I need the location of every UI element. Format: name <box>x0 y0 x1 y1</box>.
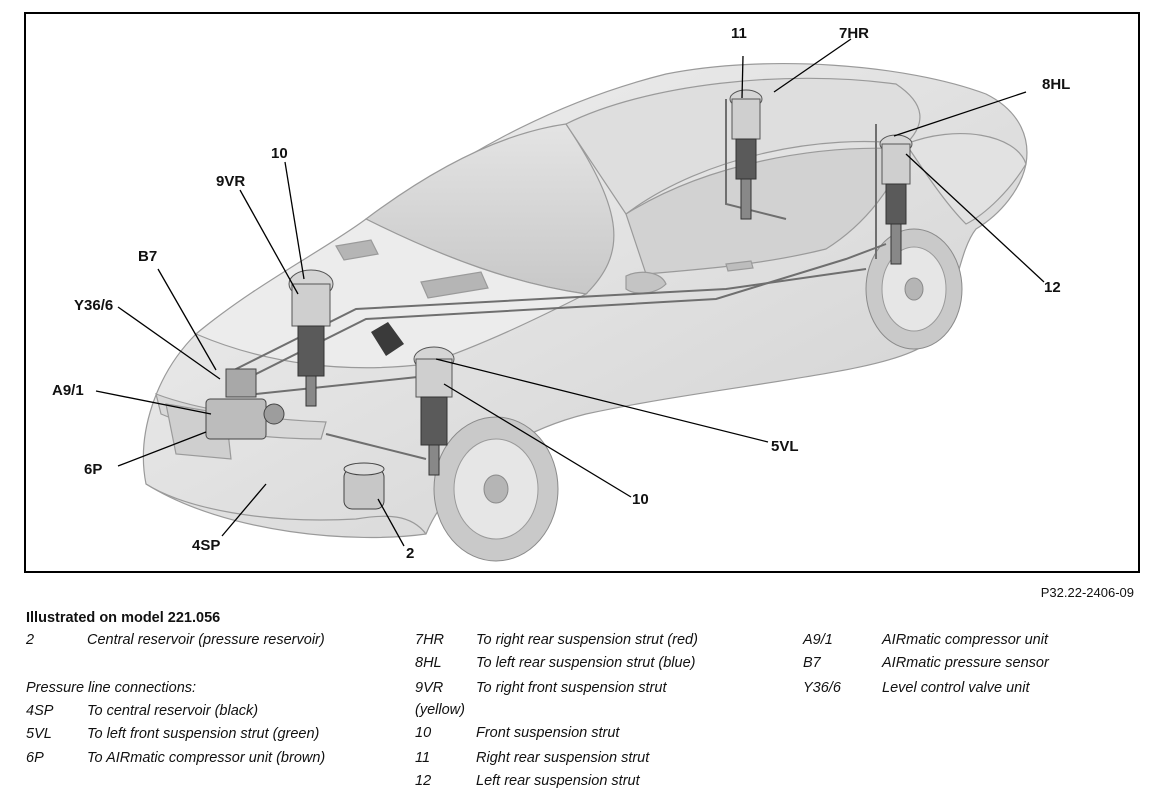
legend-code: 4SP <box>26 703 54 719</box>
figure-reference: P32.22-2406-09 <box>1040 585 1134 600</box>
legend-text: To central reservoir (black) <box>87 703 259 719</box>
legend-code: 8HL <box>415 655 442 671</box>
strut-front-right <box>288 269 334 407</box>
legend-subheading: Pressure line connections: <box>26 680 197 696</box>
legend-code: 2 <box>26 632 35 648</box>
callout-4sp: 4SP <box>192 537 221 554</box>
module-dark <box>371 322 404 356</box>
legend-text: Front suspension strut <box>476 725 620 741</box>
pressure-lines <box>225 99 887 460</box>
legend-text: To left rear suspension strut (blue) <box>476 655 696 671</box>
legend-row-9vr-wrap: (yellow) <box>415 702 465 718</box>
callout-10-top: 10 <box>271 145 288 162</box>
leader-lines <box>95 38 1045 547</box>
callout-a9-1: A9/1 <box>52 382 84 399</box>
legend-text: Level control valve unit <box>882 680 1030 696</box>
central-reservoir <box>343 462 385 510</box>
callout-11: 11 <box>731 25 747 42</box>
legend-code: 9VR <box>415 680 444 696</box>
legend-text: To right rear suspension strut (red) <box>476 632 698 648</box>
vehicle-illustration <box>95 38 1045 562</box>
diagram-frame: 11 7HR 8HL 10 9VR B7 Y36/6 A9/1 6P 4SP 2… <box>24 12 1140 573</box>
car-body <box>142 63 1028 539</box>
front-wheel <box>433 416 559 562</box>
legend-text: Central reservoir (pressure reservoir) <box>87 632 325 648</box>
callout-5vl: 5VL <box>771 438 799 455</box>
callout-6p: 6P <box>84 461 103 478</box>
strut-front-left <box>413 346 455 476</box>
legend-code: 5VL <box>26 726 52 742</box>
legend-column-3: A9/1 AIRmatic compressor unit B7 AIRmati… <box>803 632 1143 712</box>
legend-text: Left rear suspension strut <box>476 773 640 789</box>
callout-b7: B7 <box>138 248 158 265</box>
legend-text: AIRmatic pressure sensor <box>882 655 1049 671</box>
legend-column-1: 2 Central reservoir (pressure reservoir)… <box>26 632 406 772</box>
legend-code: 11 <box>415 750 431 766</box>
rear-wheel <box>865 228 963 350</box>
legend-text: To AIRmatic compressor unit (brown) <box>87 750 326 766</box>
compressor-unit <box>205 368 285 440</box>
legend-code: 6P <box>26 750 44 766</box>
legend-text: To left front suspension strut (green) <box>87 726 320 742</box>
legend-code: B7 <box>803 655 821 671</box>
callout-9vr: 9VR <box>216 173 246 190</box>
strut-rear-right <box>729 89 763 220</box>
callout-y36-6: Y36/6 <box>74 297 114 314</box>
legend-text: Right rear suspension strut <box>476 750 650 766</box>
callout-12: 12 <box>1044 279 1061 296</box>
legend-code: 10 <box>415 725 432 741</box>
legend-code: A9/1 <box>803 632 833 648</box>
legend-code: 7HR <box>415 632 445 648</box>
figure-caption: Illustrated on model 221.056 <box>26 610 221 626</box>
callout-7hr: 7HR <box>839 25 870 42</box>
callout-2: 2 <box>406 545 415 562</box>
legend-code: 12 <box>415 773 432 789</box>
legend-text: To right front suspension strut <box>476 680 667 696</box>
legend-column-2: 7HR To right rear suspension strut (red)… <box>415 632 775 792</box>
callout-8hl: 8HL <box>1042 76 1071 93</box>
legend-code: Y36/6 <box>803 680 841 696</box>
callout-10-bottom: 10 <box>632 491 649 508</box>
legend-text: AIRmatic compressor unit <box>882 632 1048 648</box>
strut-rear-left <box>879 134 913 265</box>
